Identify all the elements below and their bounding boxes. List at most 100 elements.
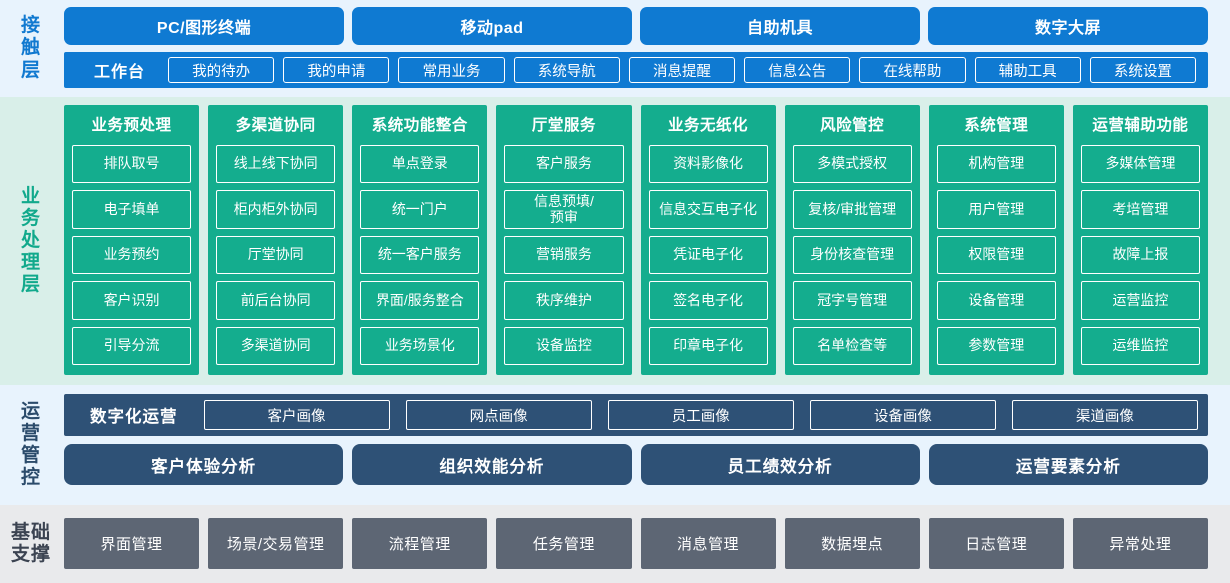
workbench-item-common-business[interactable]: 常用业务 (398, 57, 505, 83)
business-item[interactable]: 参数管理 (936, 326, 1056, 366)
analysis-chip-organization-efficiency[interactable]: 组织效能分析 (352, 444, 632, 485)
business-column-title: 风险管控 (820, 117, 885, 134)
channel-chip-self-service[interactable]: 自助机具 (640, 7, 920, 45)
business-item[interactable]: 信息预填/ 预审 (504, 190, 624, 229)
business-item[interactable]: 营销服务 (504, 235, 624, 275)
business-item[interactable]: 排队取号 (72, 145, 192, 184)
business-item[interactable]: 业务场景化 (360, 326, 480, 366)
business-item[interactable]: 柜内柜外协同 (216, 190, 336, 229)
portrait-item-customer[interactable]: 客户画像 (203, 400, 390, 430)
business-item[interactable]: 故障上报 (1080, 235, 1200, 275)
business-layer-label-text: 业务处理层 (20, 185, 41, 296)
business-item[interactable]: 印章电子化 (648, 326, 768, 366)
business-item[interactable]: 前后台协同 (216, 281, 336, 320)
business-item[interactable]: 身份核查管理 (792, 235, 912, 275)
business-column-title: 系统功能整合 (371, 117, 468, 134)
business-column-preprocessing: 业务预处理 排队取号 电子填单 业务预约 客户识别 引导分流 (64, 105, 200, 375)
workbench-item-system-settings[interactable]: 系统设置 (1089, 57, 1196, 83)
contact-layer-body: PC/图形终端 移动pad 自助机具 数字大屏 工作台 我的待办 我的申请 常用… (62, 0, 1230, 97)
ops-layer-body: 数字化运营 客户画像 网点画像 员工画像 设备画像 渠道画像 客户体验分析 组织… (62, 385, 1230, 505)
analysis-chip-customer-experience[interactable]: 客户体验分析 (64, 444, 344, 485)
business-item[interactable]: 界面/服务整合 (360, 281, 480, 320)
ops-layer-band: 运营管控 数字化运营 客户画像 网点画像 员工画像 设备画像 渠道画像 客户体验… (0, 385, 1230, 505)
business-column-title: 业务无纸化 (668, 117, 749, 134)
portrait-item-employee[interactable]: 员工画像 (607, 400, 794, 430)
business-item[interactable]: 多模式授权 (792, 145, 912, 184)
business-item[interactable]: 单点登录 (360, 145, 480, 184)
business-item[interactable]: 签名电子化 (648, 281, 768, 320)
base-chip-scenario-transaction-management[interactable]: 场景/交易管理 (208, 518, 344, 569)
workbench-item-online-help[interactable]: 在线帮助 (859, 57, 966, 83)
analysis-row: 客户体验分析 组织效能分析 员工绩效分析 运营要素分析 (64, 444, 1208, 485)
business-column-risk-control: 风险管控 多模式授权 复核/审批管理 身份核查管理 冠字号管理 名单检查等 (784, 105, 920, 375)
business-item[interactable]: 运营监控 (1080, 281, 1200, 320)
workbench-item-message-alert[interactable]: 消息提醒 (628, 57, 736, 83)
business-item[interactable]: 设备管理 (936, 281, 1056, 320)
business-item[interactable]: 设备监控 (504, 326, 624, 366)
business-column-system-management: 系统管理 机构管理 用户管理 权限管理 设备管理 参数管理 (928, 105, 1064, 375)
business-item[interactable]: 复核/审批管理 (792, 190, 912, 229)
business-layer-band: 业务处理层 业务预处理 排队取号 电子填单 业务预约 客户识别 引导分流 多渠道… (0, 97, 1230, 385)
business-item[interactable]: 考培管理 (1080, 190, 1200, 229)
workbench-item-system-navigation[interactable]: 系统导航 (513, 57, 620, 83)
business-column-system-integration: 系统功能整合 单点登录 统一门户 统一客户服务 界面/服务整合 业务场景化 (352, 105, 488, 375)
business-layer-label: 业务处理层 (0, 97, 62, 385)
workbench-item-info-announcement[interactable]: 信息公告 (744, 57, 851, 83)
channel-chip-mobile-pad[interactable]: 移动pad (352, 7, 632, 45)
business-item[interactable]: 统一客户服务 (360, 235, 480, 275)
workbench-bar: 工作台 我的待办 我的申请 常用业务 系统导航 消息提醒 信息公告 在线帮助 辅… (64, 52, 1208, 88)
business-item[interactable]: 名单检查等 (792, 326, 912, 366)
channel-chip-digital-screen[interactable]: 数字大屏 (928, 7, 1208, 45)
digital-ops-bar: 数字化运营 客户画像 网点画像 员工画像 设备画像 渠道画像 (64, 394, 1208, 436)
business-column-operation-support: 运营辅助功能 多媒体管理 考培管理 故障上报 运营监控 运维监控 (1072, 105, 1208, 375)
business-item[interactable]: 冠字号管理 (792, 281, 912, 320)
business-item[interactable]: 用户管理 (936, 190, 1056, 229)
ops-layer-label: 运营管控 (0, 385, 62, 505)
portrait-item-device[interactable]: 设备画像 (809, 400, 996, 430)
business-item[interactable]: 多媒体管理 (1080, 145, 1200, 184)
base-layer-label-text: 基础支撑 (10, 521, 51, 565)
business-column-paperless: 业务无纸化 资料影像化 信息交互电子化 凭证电子化 签名电子化 印章电子化 (640, 105, 776, 375)
analysis-chip-operation-factors[interactable]: 运营要素分析 (928, 444, 1208, 485)
business-item[interactable]: 秩序维护 (504, 281, 624, 320)
business-item[interactable]: 多渠道协同 (216, 326, 336, 366)
base-chip-process-management[interactable]: 流程管理 (352, 518, 488, 569)
business-column-title: 系统管理 (964, 117, 1029, 134)
business-column-title: 业务预处理 (91, 117, 172, 134)
digital-ops-title: 数字化运营 (90, 408, 178, 426)
base-chip-message-management[interactable]: 消息管理 (640, 518, 776, 569)
portrait-item-branch[interactable]: 网点画像 (405, 400, 592, 430)
base-chip-task-management[interactable]: 任务管理 (496, 518, 632, 569)
business-item[interactable]: 业务预约 (72, 235, 192, 275)
business-item[interactable]: 厅堂协同 (216, 235, 336, 275)
channel-chip-pc[interactable]: PC/图形终端 (64, 7, 344, 45)
business-item[interactable]: 客户服务 (504, 145, 624, 184)
business-item[interactable]: 信息交互电子化 (648, 190, 768, 229)
analysis-chip-employee-performance[interactable]: 员工绩效分析 (640, 444, 920, 485)
business-layer-body: 业务预处理 排队取号 电子填单 业务预约 客户识别 引导分流 多渠道协同 线上线… (62, 97, 1230, 385)
business-item[interactable]: 资料影像化 (648, 145, 768, 184)
base-layer-label: 基础支撑 (0, 505, 62, 583)
business-item[interactable]: 引导分流 (72, 326, 192, 366)
business-item[interactable]: 凭证电子化 (648, 235, 768, 275)
business-column-multichannel: 多渠道协同 线上线下协同 柜内柜外协同 厅堂协同 前后台协同 多渠道协同 (208, 105, 344, 375)
portrait-item-channel[interactable]: 渠道画像 (1011, 400, 1198, 430)
business-item[interactable]: 客户识别 (72, 281, 192, 320)
business-item[interactable]: 权限管理 (936, 235, 1056, 275)
business-column-lobby-service: 厅堂服务 客户服务 信息预填/ 预审 营销服务 秩序维护 设备监控 (496, 105, 632, 375)
business-item[interactable]: 机构管理 (936, 145, 1056, 184)
business-item[interactable]: 统一门户 (360, 190, 480, 229)
workbench-item-auxiliary-tools[interactable]: 辅助工具 (974, 57, 1081, 83)
base-chip-ui-management[interactable]: 界面管理 (64, 518, 200, 569)
workbench-item-my-application[interactable]: 我的申请 (283, 57, 390, 83)
business-column-title: 运营辅助功能 (1092, 117, 1189, 134)
workbench-item-my-todo[interactable]: 我的待办 (168, 57, 275, 83)
business-item[interactable]: 电子填单 (72, 190, 192, 229)
business-item[interactable]: 运维监控 (1080, 326, 1200, 366)
base-chip-exception-handling[interactable]: 异常处理 (1072, 518, 1208, 569)
base-chip-log-management[interactable]: 日志管理 (928, 518, 1064, 569)
base-chip-data-tracking[interactable]: 数据埋点 (784, 518, 920, 569)
business-item[interactable]: 线上线下协同 (216, 145, 336, 184)
workbench-title: 工作台 (94, 64, 146, 81)
